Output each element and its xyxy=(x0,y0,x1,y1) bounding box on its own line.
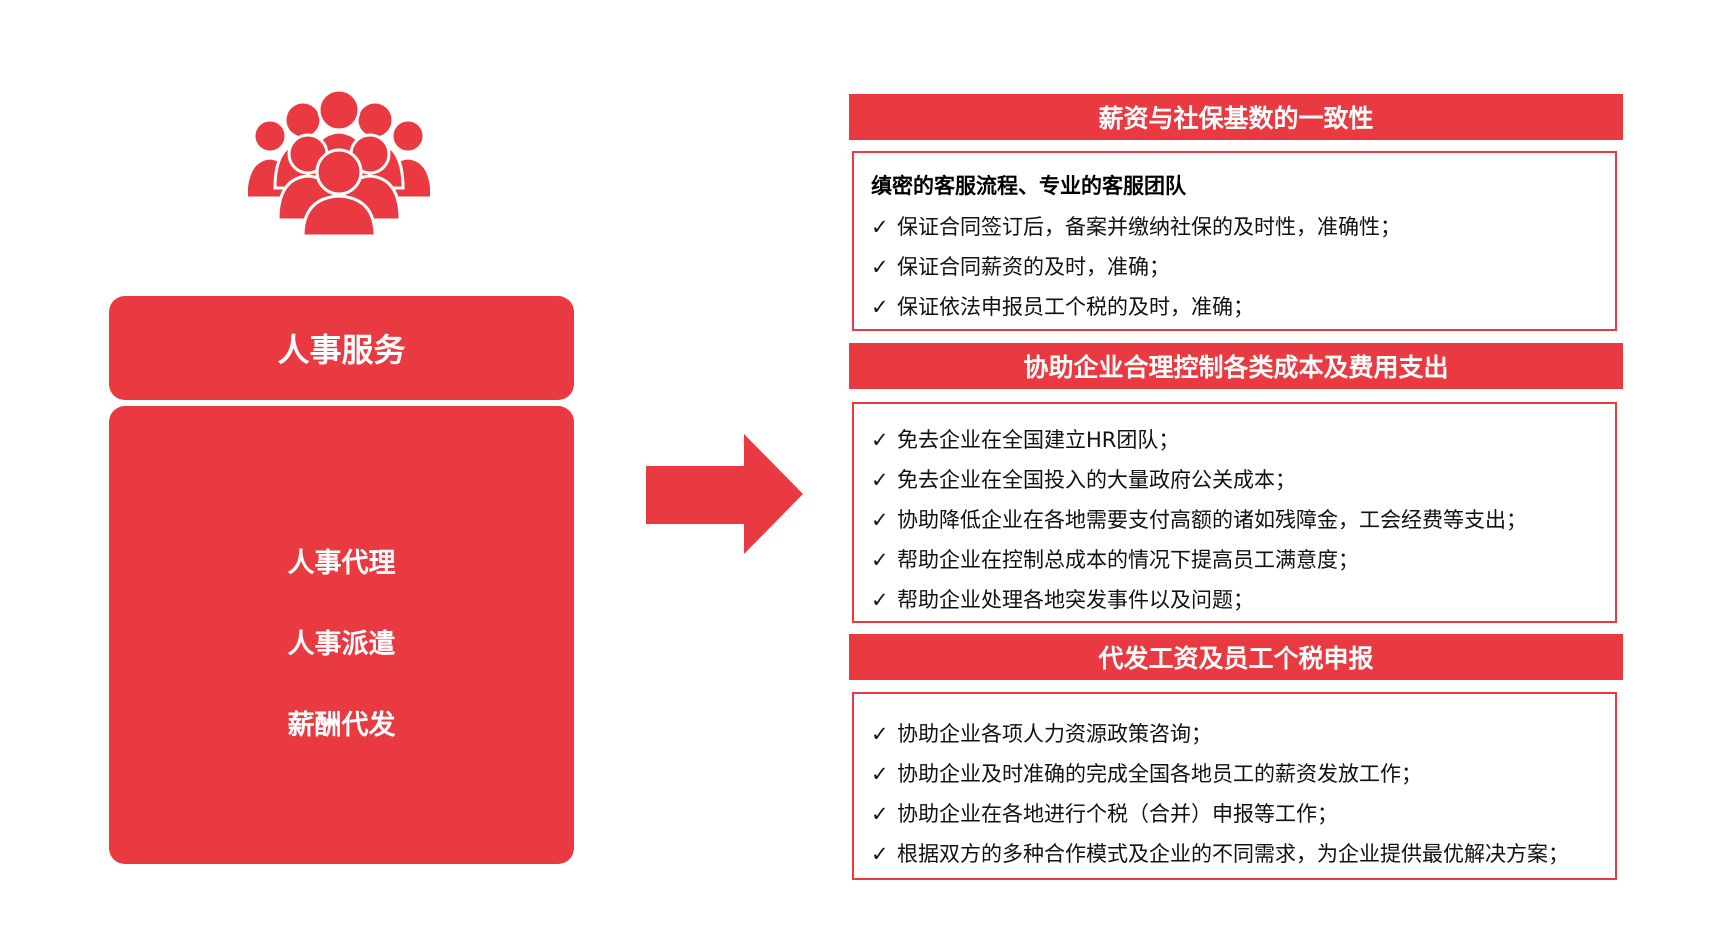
check-icon: ✓ xyxy=(871,295,889,319)
hr-service-title: 人事服务 xyxy=(277,331,406,369)
service-item-dispatch: 人事派遣 xyxy=(287,629,396,660)
section-title-payroll-tax: 代发工资及员工个税申报 xyxy=(849,634,1623,680)
list-item: ✓协助企业在各地进行个税（合并）申报等工作； xyxy=(871,802,1338,826)
section-title-cost: 协助企业合理控制各类成本及费用支出 xyxy=(849,343,1623,389)
section-title-salary: 薪资与社保基数的一致性 xyxy=(849,94,1623,140)
check-icon: ✓ xyxy=(871,215,889,239)
check-icon: ✓ xyxy=(871,468,889,492)
section-subtitle: 缜密的客服流程、专业的客服团队 xyxy=(871,174,1186,198)
check-icon: ✓ xyxy=(871,508,889,532)
list-item: ✓帮助企业在控制总成本的情况下提高员工满意度； xyxy=(871,548,1359,572)
check-icon: ✓ xyxy=(871,842,889,866)
list-item: ✓保证合同薪资的及时，准确； xyxy=(871,255,1170,279)
hr-service-list: 人事代理 人事派遣 薪酬代发 xyxy=(109,406,574,864)
list-item: ✓保证依法申报员工个税的及时，准确； xyxy=(871,295,1254,319)
list-item: ✓免去企业在全国投入的大量政府公关成本； xyxy=(871,468,1296,492)
list-item: ✓协助企业及时准确的完成全国各地员工的薪资发放工作； xyxy=(871,762,1422,786)
list-item: ✓协助企业各项人力资源政策咨询； xyxy=(871,722,1212,746)
check-icon: ✓ xyxy=(871,548,889,572)
list-item: ✓帮助企业处理各地突发事件以及问题； xyxy=(871,588,1254,612)
check-icon: ✓ xyxy=(871,722,889,746)
hr-service-header: 人事服务 xyxy=(109,296,574,400)
list-item: ✓根据双方的多种合作模式及企业的不同需求，为企业提供最优解决方案； xyxy=(871,842,1569,866)
section-box-cost: ✓免去企业在全国建立HR团队； ✓免去企业在全国投入的大量政府公关成本； ✓协助… xyxy=(852,402,1617,623)
check-icon: ✓ xyxy=(871,428,889,452)
service-item-payroll: 薪酬代发 xyxy=(287,710,396,741)
check-icon: ✓ xyxy=(871,762,889,786)
list-item: ✓免去企业在全国建立HR团队； xyxy=(871,428,1180,452)
check-icon: ✓ xyxy=(871,588,889,612)
section-box-salary: 缜密的客服流程、专业的客服团队 ✓保证合同签订后，备案并缴纳社保的及时性，准确性… xyxy=(852,151,1617,331)
check-icon: ✓ xyxy=(871,802,889,826)
service-item-agency: 人事代理 xyxy=(287,548,396,579)
people-group-icon xyxy=(248,88,430,238)
check-icon: ✓ xyxy=(871,255,889,279)
arrow-right-icon xyxy=(646,434,803,554)
section-box-payroll-tax: ✓协助企业各项人力资源政策咨询； ✓协助企业及时准确的完成全国各地员工的薪资发放… xyxy=(852,692,1617,880)
list-item: ✓协助降低企业在各地需要支付高额的诸如残障金，工会经费等支出； xyxy=(871,508,1527,532)
list-item: ✓保证合同签订后，备案并缴纳社保的及时性，准确性； xyxy=(871,215,1401,239)
